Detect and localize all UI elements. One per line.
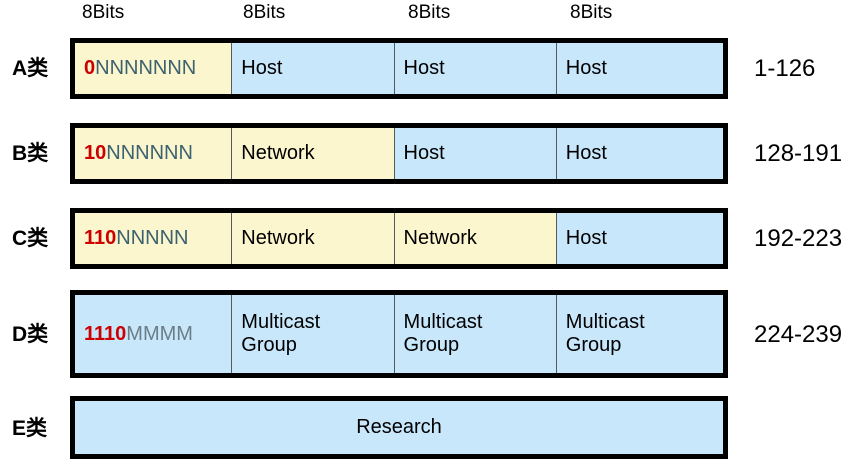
class-label-d: D类 <box>12 323 49 346</box>
octet-d-1-prefix: 1110MMMM <box>75 295 233 373</box>
class-row-e: E类 Research <box>0 396 864 459</box>
address-strip-d: 1110MMMM Multicast Group Multicast Group… <box>70 290 728 378</box>
octet-c-1-prefix: 110NNNNN <box>75 213 233 264</box>
octet-d-3: Multicast Group <box>394 295 557 373</box>
fixed-bits-d: 1110 <box>84 322 127 345</box>
bit-pattern-c: 110NNNNN <box>84 227 188 250</box>
variable-bits-a: NNNNNNN <box>95 57 197 79</box>
octet-b-4: Host <box>556 128 723 179</box>
class-label-a: A类 <box>12 57 49 80</box>
octet-a-3: Host <box>394 43 557 94</box>
range-label-c: 192-223 <box>754 225 843 252</box>
range-label-b: 128-191 <box>754 140 843 167</box>
octet-c-2: Network <box>232 213 395 264</box>
class-row-b: B类 10NNNNNN Network Host Host 128-191 <box>0 123 864 184</box>
octet-a-1-prefix: 0NNNNNNN <box>75 43 233 94</box>
octet-a-4: Host <box>556 43 723 94</box>
fixed-bits-a: 0 <box>84 57 96 79</box>
octet-c-3-label: Network <box>403 227 477 249</box>
class-label-c: C类 <box>12 227 49 250</box>
variable-bits-b: NNNNNN <box>106 142 193 164</box>
address-strip-c: 110NNNNN Network Network Host <box>70 208 728 269</box>
octet-a-4-label: Host <box>565 57 607 79</box>
class-label-e: E类 <box>12 417 48 440</box>
variable-bits-d: MMMM <box>126 322 193 345</box>
octet-b-3-label: Host <box>403 142 445 164</box>
fixed-bits-c: 110 <box>84 227 117 249</box>
fixed-bits-b: 10 <box>84 142 107 164</box>
octet-d-4: Multicast Group <box>556 295 723 373</box>
octet-c-4-label: Host <box>565 227 607 249</box>
octet-d-2-label: Multicast Group <box>241 311 321 356</box>
bit-width-header: 8Bits 8Bits 8Bits 8Bits <box>0 0 864 30</box>
range-label-d: 224-239 <box>754 321 843 348</box>
octet-e-research: Research <box>75 401 723 454</box>
octet-d-3-label: Multicast Group <box>403 311 483 356</box>
variable-bits-c: NNNNN <box>116 227 189 249</box>
octet-a-2-label: Host <box>241 57 283 79</box>
class-label-b: B类 <box>12 142 49 165</box>
class-row-c: C类 110NNNNN Network Network Host 192-223 <box>0 208 864 269</box>
bit-pattern-d: 1110MMMM <box>84 323 193 346</box>
octet-b-2: Network <box>232 128 395 179</box>
bit-label-octet-3: 8Bits <box>408 2 451 23</box>
octet-d-2: Multicast Group <box>232 295 395 373</box>
octet-b-4-label: Host <box>565 142 607 164</box>
bit-pattern-a: 0NNNNNNN <box>84 57 196 80</box>
octet-c-4: Host <box>556 213 723 264</box>
octet-c-3: Network <box>394 213 557 264</box>
octet-b-2-label: Network <box>241 142 315 164</box>
class-row-d: D类 1110MMMM Multicast Group Multicast Gr… <box>0 290 864 378</box>
bit-label-octet-2: 8Bits <box>243 2 286 23</box>
range-label-a: 1-126 <box>754 55 816 82</box>
octet-c-2-label: Network <box>241 227 315 249</box>
address-strip-a: 0NNNNNNN Host Host Host <box>70 38 728 99</box>
bit-pattern-b: 10NNNNNN <box>84 142 193 165</box>
bit-label-octet-4: 8Bits <box>570 2 613 23</box>
octet-a-2: Host <box>232 43 395 94</box>
octet-d-4-label: Multicast Group <box>565 311 645 356</box>
class-row-a: A类 0NNNNNNN Host Host Host 1-126 <box>0 38 864 99</box>
octet-a-3-label: Host <box>403 57 445 79</box>
octet-e-label: Research <box>356 416 442 438</box>
address-strip-e: Research <box>70 396 728 459</box>
octet-b-3: Host <box>394 128 557 179</box>
octet-b-1-prefix: 10NNNNNN <box>75 128 233 179</box>
bit-label-octet-1: 8Bits <box>82 2 125 23</box>
address-strip-b: 10NNNNNN Network Host Host <box>70 123 728 184</box>
